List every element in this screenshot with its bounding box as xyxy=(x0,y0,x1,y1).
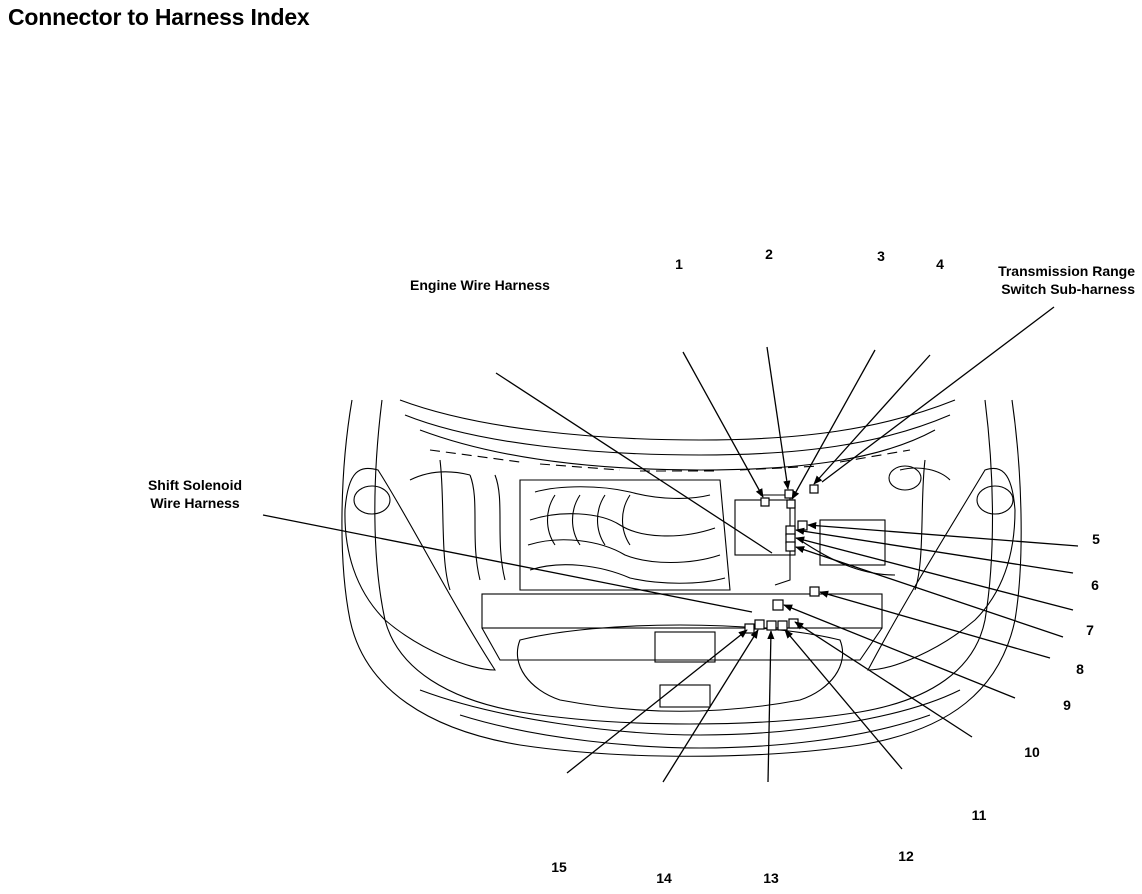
shift-solenoid-label-line-1: Shift Solenoid xyxy=(147,477,243,493)
leader-14 xyxy=(662,629,759,783)
leader-1 xyxy=(682,351,764,498)
callout-6: 6 xyxy=(1091,577,1099,593)
shift-solenoid-leader xyxy=(262,514,753,613)
callout-9: 9 xyxy=(1063,697,1071,713)
connector-10 xyxy=(772,599,784,611)
connector-3 xyxy=(786,499,796,509)
leader-3 xyxy=(791,349,876,500)
leader-4 xyxy=(813,354,931,485)
leader-7 xyxy=(795,536,1074,611)
connector-5 xyxy=(797,520,808,531)
vehicle-front-outline xyxy=(341,399,1022,757)
connector-8 xyxy=(785,541,796,552)
leader-11 xyxy=(794,621,973,738)
callout-7: 7 xyxy=(1086,622,1094,638)
connector-15 xyxy=(744,623,755,634)
callout-11: 11 xyxy=(971,807,987,823)
page-title: Connector to Harness Index xyxy=(8,4,310,30)
callout-14: 14 xyxy=(656,870,672,886)
leader-8 xyxy=(795,546,1064,638)
connector-4 xyxy=(809,484,819,494)
callout-8: 8 xyxy=(1076,661,1084,677)
connector-1 xyxy=(760,497,770,507)
harness-leaders xyxy=(262,306,1055,613)
leader-6 xyxy=(795,527,1074,574)
leader-2 xyxy=(766,346,791,490)
callout-5: 5 xyxy=(1092,531,1100,547)
leader-5 xyxy=(807,522,1079,547)
callout-10: 10 xyxy=(1024,744,1040,760)
leader-12 xyxy=(784,629,903,770)
leader-13 xyxy=(767,630,775,783)
trans-range-label-line-1: Transmission Range xyxy=(998,263,1135,279)
connector-12 xyxy=(777,620,788,631)
callout-15: 15 xyxy=(551,859,567,875)
trans-range-harness-label: Transmission Range Switch Sub-harness xyxy=(970,262,1135,298)
connector-14 xyxy=(754,619,765,630)
trans-range-label-line-2: Switch Sub-harness xyxy=(1001,281,1135,297)
callout-4: 4 xyxy=(936,256,944,272)
connector-group xyxy=(744,484,820,634)
shift-solenoid-label-line-2: Wire Harness xyxy=(150,495,240,511)
leader-15 xyxy=(566,629,748,774)
trans-range-leader xyxy=(821,306,1055,483)
engine-harness-label: Engine Wire Harness xyxy=(410,277,550,293)
leader-10 xyxy=(783,604,1016,699)
connector-13 xyxy=(766,620,777,631)
engine-harness-leader xyxy=(495,372,773,554)
connector-2 xyxy=(784,489,794,499)
callout-leaders xyxy=(566,346,1079,783)
connector-9 xyxy=(809,586,820,597)
leader-9 xyxy=(819,590,1051,659)
callout-3: 3 xyxy=(877,248,885,264)
callout-12: 12 xyxy=(898,848,914,864)
shift-solenoid-harness-label: Shift Solenoid Wire Harness xyxy=(135,476,255,512)
callout-13: 13 xyxy=(763,870,779,886)
callout-2: 2 xyxy=(765,246,773,262)
callout-1: 1 xyxy=(675,256,683,272)
